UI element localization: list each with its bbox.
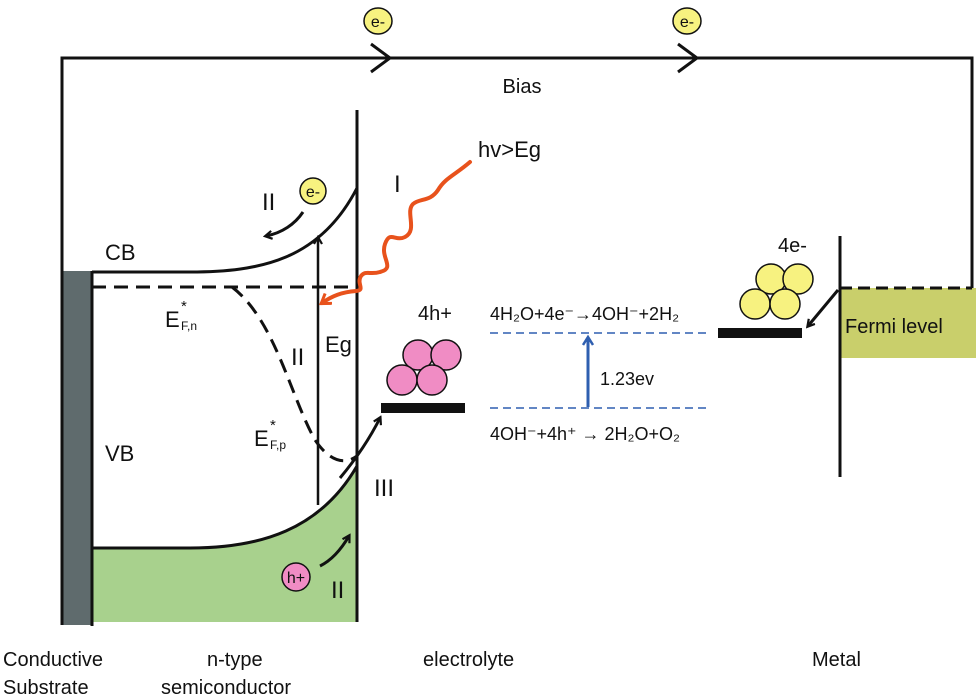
conduction-band: [92, 187, 359, 274]
step-i-label: I: [394, 171, 401, 198]
cb-electron: e-: [299, 177, 327, 205]
semiconductor-label-2: semiconductor: [161, 677, 291, 699]
reduction-equation: 4H₂O+4e⁻→4OH⁻+2H₂: [490, 304, 679, 324]
valence-band: [92, 465, 359, 550]
electron-badge-icon: [363, 7, 393, 35]
circuit-wire: [60, 56, 974, 288]
quasi-fermi-level-p: [231, 285, 358, 463]
holes-cluster: 4h+: [381, 303, 465, 413]
electron-icon: [299, 177, 327, 205]
svg-text:h+: h+: [287, 570, 305, 587]
substrate-label-1: Conductive: [3, 649, 103, 671]
step-iii-label: III: [374, 475, 394, 502]
efn-label: E * F,n: [165, 298, 197, 333]
bias-label: Bias: [503, 76, 542, 98]
electron-icon: [782, 263, 814, 295]
metal-fermi-fill: [840, 288, 976, 358]
svg-text:F,p: F,p: [270, 438, 286, 452]
electron-badge-label: e-: [371, 14, 385, 31]
hole-drift-arrow: [319, 536, 349, 568]
photon: hv>Eg I: [322, 137, 541, 303]
step-ii-label-top: II: [262, 189, 275, 216]
electron-icon: [739, 288, 771, 320]
hole-transfer-arrow: [338, 418, 380, 479]
electron-icon: [769, 288, 801, 320]
external-circuit: e- e- Bias: [60, 7, 974, 288]
vb-label: VB: [105, 441, 134, 466]
cb-label: CB: [105, 240, 136, 265]
hole-icon: [416, 364, 448, 396]
svg-text:F,n: F,n: [181, 319, 197, 333]
efp-label: E * F,p: [254, 417, 286, 452]
svg-text:e-: e-: [306, 184, 320, 201]
hole-icon: [430, 339, 462, 371]
hole-icon: [281, 562, 311, 592]
photon-wave: [322, 160, 472, 303]
electron-drift-arrow: [266, 211, 305, 236]
circuit-electron-1: e-: [363, 7, 393, 35]
svg-text:E: E: [165, 307, 180, 332]
svg-text:*: *: [181, 298, 187, 315]
holes-count-label: 4h+: [418, 303, 452, 325]
semiconductor-label-1: n-type: [207, 649, 263, 671]
hole-icon: [386, 364, 418, 396]
oxidation-equation: 4OH⁻+4h⁺ → 2H₂O+O₂: [490, 424, 680, 444]
water-redox-levels: 4H₂O+4e⁻→4OH⁻+2H₂ 1.23ev 4OH⁻+4h⁺ → 2H₂O…: [490, 304, 706, 444]
electron-badge-label: e-: [680, 14, 694, 31]
electron-transfer-arrow: [808, 289, 840, 326]
electrolyte-label: electrolyte: [423, 649, 514, 671]
metal-electrode: Fermi level: [808, 236, 976, 477]
oxidation-site-bar: [381, 403, 465, 413]
svg-text:E: E: [254, 426, 269, 451]
electrons-count-label: 4e-: [778, 235, 807, 257]
electron-badge-icon: [672, 7, 702, 35]
step-ii-label-middle: II: [291, 344, 304, 371]
photon-energy-label: hv>Eg: [478, 137, 541, 162]
metal-label: Metal: [812, 649, 861, 671]
svg-text:*: *: [270, 417, 276, 434]
reduction-site-bar: [718, 328, 802, 338]
fermi-level-label: Fermi level: [845, 316, 943, 338]
eg-label: Eg: [325, 332, 352, 357]
n-type-semiconductor: CB VB Eg E * F,n E * F,p e- II II h+ II: [90, 110, 359, 626]
conductive-substrate: [62, 271, 91, 625]
region-labels: Conductive Substrate n-type semiconducto…: [3, 649, 861, 699]
vb-hole: h+: [281, 562, 311, 592]
step-ii-label-bottom: II: [331, 577, 344, 604]
circuit-arrow-1: [370, 42, 393, 74]
electrons-cluster: 4e-: [718, 235, 814, 338]
circuit-arrow-2: [677, 42, 700, 74]
substrate-label-2: Substrate: [3, 677, 89, 699]
potential-gap-label: 1.23ev: [600, 369, 654, 389]
circuit-electron-2: e-: [672, 7, 702, 35]
